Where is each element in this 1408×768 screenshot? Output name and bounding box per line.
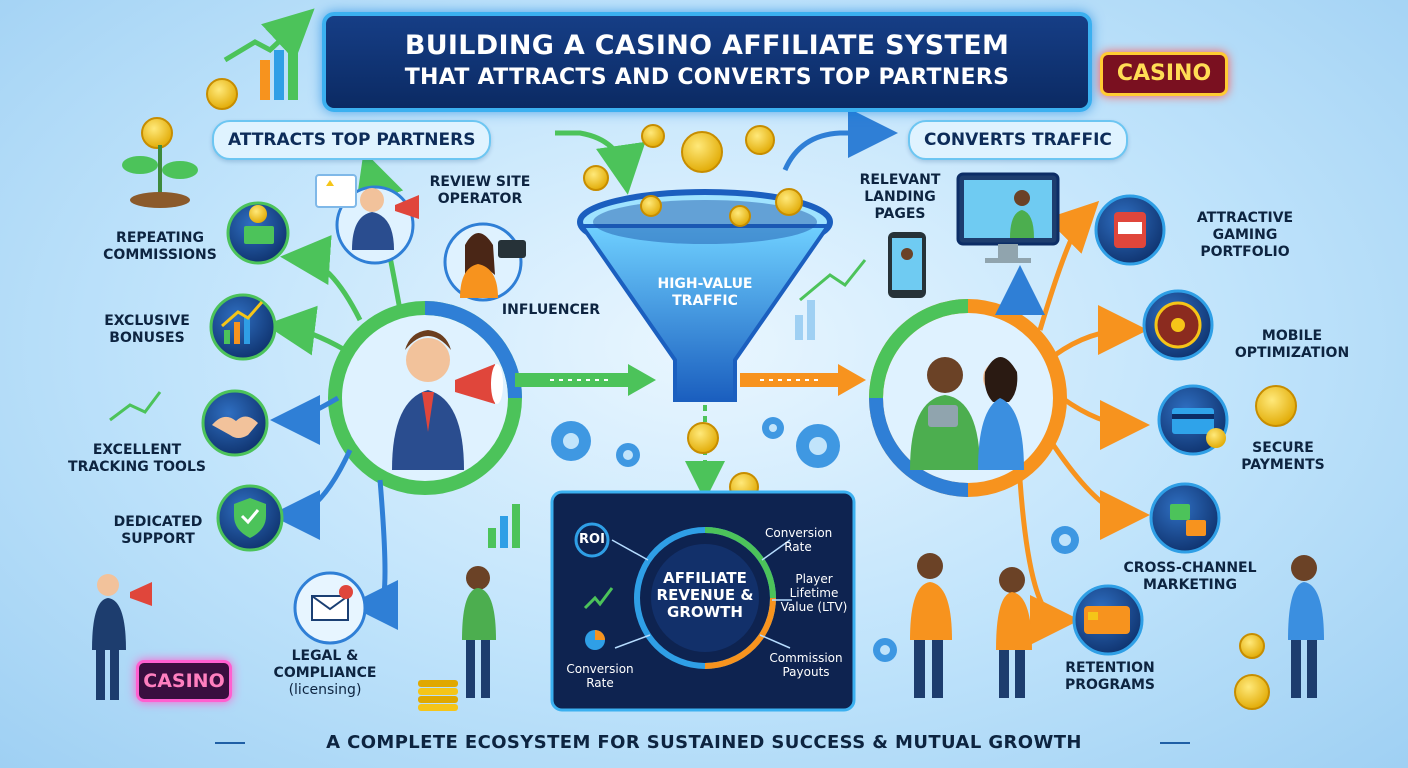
footer-tagline: A COMPLETE ECOSYSTEM FOR SUSTAINED SUCCE… [326, 732, 1082, 753]
landing-page-monitor [888, 172, 1060, 298]
gears [551, 417, 1079, 662]
right-conversion-circle [869, 299, 1067, 497]
review-site-operator-figure [315, 174, 419, 265]
right-item-icons [1072, 194, 1229, 656]
roi-metric: ROI [579, 532, 605, 547]
converts-section-label: CONVERTS TRAFFIC [908, 120, 1128, 160]
footer-rule-left [215, 742, 245, 744]
influencer-figure [443, 222, 526, 302]
title-line-1: BUILDING A CASINO AFFILIATE SYSTEM [404, 30, 1010, 61]
left-item-icons [201, 201, 367, 645]
title-banner: BUILDING A CASINO AFFILIATE SYSTEM THAT … [322, 12, 1092, 112]
attracts-section-label: ATTRACTS TOP PARTNERS [212, 120, 492, 160]
coins [141, 78, 1297, 710]
legal-compliance-label: LEGAL &COMPLIANCE(licensing) [273, 648, 377, 698]
title-line-2: THAT ATTRACTS AND CONVERTS TOP PARTNERS [404, 65, 1010, 90]
casino-sign-top-right: CASINO [1100, 52, 1228, 96]
influencer-label: INFLUENCER [501, 302, 601, 318]
casino-sign-bottom-left: CASINO [136, 660, 232, 702]
money-plant [122, 145, 198, 208]
bottom-figures [92, 553, 1324, 700]
traffic-funnel [577, 189, 833, 402]
coin-stack [418, 680, 458, 711]
right-item-arrows [995, 200, 1150, 645]
revenue-dashboard [550, 490, 856, 712]
left-item-arrows [265, 108, 898, 630]
footer-rule-right [1160, 742, 1190, 744]
decorative-bar-charts [109, 8, 867, 548]
left-partner-circle [328, 301, 522, 495]
